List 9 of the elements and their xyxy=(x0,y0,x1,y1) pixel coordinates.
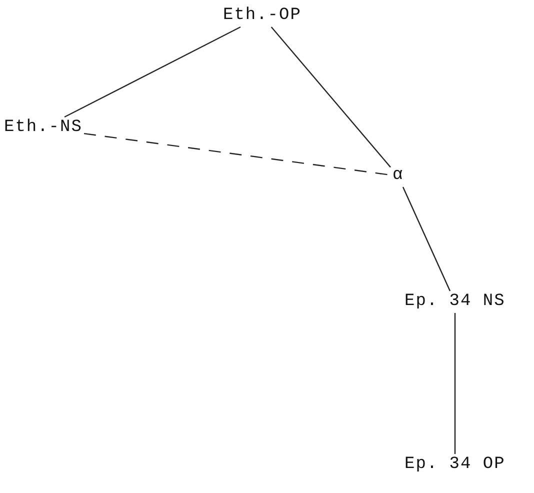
node-label: α xyxy=(392,166,405,186)
connector-line xyxy=(402,186,451,292)
node-label: Ep. 34 NS xyxy=(404,292,506,312)
connector-line xyxy=(64,26,241,118)
node-label: Eth.-NS xyxy=(3,118,84,138)
connector-line xyxy=(270,26,391,168)
node-label: Ep. 34 OP xyxy=(404,455,506,475)
connector-line xyxy=(454,313,456,454)
node-label: Eth.-OP xyxy=(222,6,302,26)
